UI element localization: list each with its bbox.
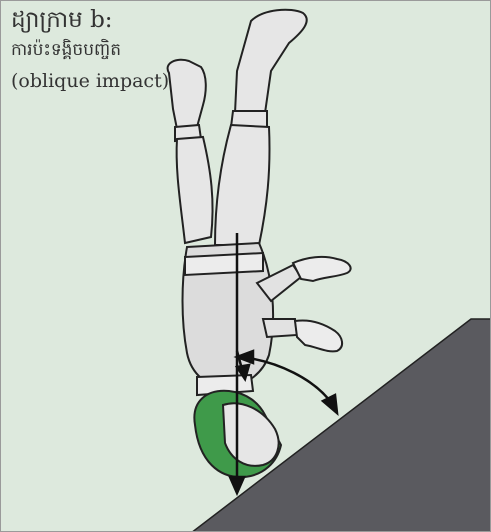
figure-subtitle-english: (oblique impact) [11, 71, 169, 93]
lower-arm [263, 319, 342, 351]
figure-subtitle-khmer: ការប៉ះទង្គិចបញ្ចិត [11, 41, 169, 61]
upper-arm [257, 257, 351, 301]
legs [177, 125, 270, 245]
figure-title: ដ្យាក្រាម b: [11, 7, 169, 33]
torso [183, 243, 274, 395]
left-boot [168, 60, 206, 141]
figure-caption: ដ្យាក្រាម b: ការប៉ះទង្គិចបញ្ចិត (oblique… [11, 7, 169, 93]
right-boot [231, 10, 307, 127]
